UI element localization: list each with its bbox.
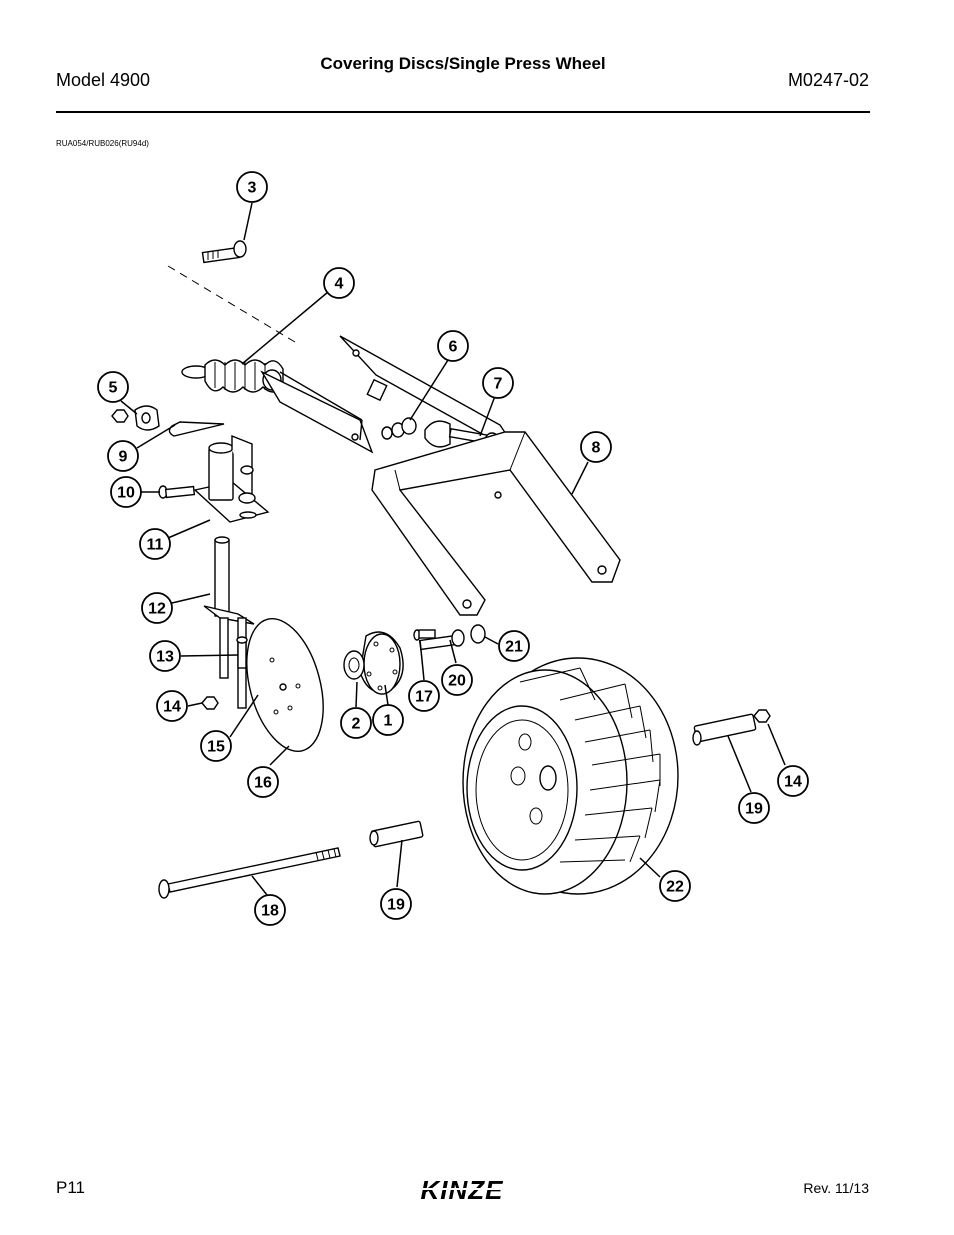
press-wheel-frame-part	[371, 431, 621, 616]
callout-14-label: 14	[163, 699, 181, 716]
callout-18-label: 18	[261, 903, 279, 920]
callout-5-label: 5	[109, 380, 118, 397]
leader-lines	[120, 202, 786, 896]
callout-21-label: 21	[505, 639, 523, 656]
callout-9-label: 9	[119, 449, 128, 466]
callout-21: 21	[498, 630, 530, 662]
cotter-pin-part	[168, 421, 225, 437]
bolt-part	[201, 240, 247, 264]
callout-4-label: 4	[335, 276, 344, 293]
callout-3-label: 3	[248, 180, 257, 197]
callout-18: 18	[254, 894, 286, 926]
callout-22-label: 22	[666, 879, 684, 896]
hub-part	[343, 631, 404, 695]
callout-10-label: 10	[117, 485, 135, 502]
disc-standard-part	[203, 536, 255, 709]
document-number: M0247-02	[787, 70, 869, 90]
callout-22: 22	[659, 870, 691, 902]
callout-4: 4	[323, 267, 355, 299]
callout-1-label: 1	[384, 713, 393, 730]
header-rule	[56, 111, 870, 113]
page-title: Covering Discs/Single Press Wheel	[320, 54, 606, 73]
callout-19-bottom-label: 19	[387, 897, 405, 914]
callout-20: 20	[441, 664, 473, 696]
spacer-bottom-part	[369, 820, 424, 848]
disc-bracket-part	[193, 434, 270, 523]
covering-disc-part	[246, 617, 324, 753]
callout-3: 3	[236, 171, 268, 203]
revision-label: Rev. 11/13	[803, 1180, 869, 1196]
spring-part	[181, 359, 284, 393]
callout-12-label: 12	[148, 601, 166, 618]
press-wheel-part	[462, 657, 679, 895]
disc-bolt-part	[236, 636, 248, 669]
callout-20-label: 20	[448, 673, 466, 690]
callout-10: 10	[110, 476, 142, 508]
spacer-right-part	[692, 713, 757, 746]
nut-bushing-part	[111, 405, 160, 431]
callout-15-label: 15	[207, 739, 225, 756]
main-arm-part	[260, 335, 521, 456]
callout-15: 15	[200, 730, 232, 762]
callout-2-label: 2	[352, 716, 361, 733]
callout-6-label: 6	[449, 339, 458, 356]
callout-13: 13	[149, 640, 181, 672]
callout-9: 9	[107, 440, 139, 472]
callout-19-right: 19	[738, 792, 770, 824]
bracket-bolt-part	[158, 485, 196, 499]
callout-14-right-label: 14	[784, 774, 802, 791]
kinze-logo: KINZE	[406, 1176, 518, 1205]
callout-8-label: 8	[592, 440, 601, 457]
nut-washer-part	[381, 417, 417, 440]
callout-19-right-label: 19	[745, 801, 763, 818]
callout-14-right: 14	[777, 765, 809, 797]
hub-bolt-part	[413, 629, 436, 641]
callout-16-label: 16	[254, 775, 272, 792]
page-number: P11	[56, 1178, 85, 1197]
snap-ring-part	[470, 624, 486, 644]
callout-8: 8	[580, 431, 612, 463]
callout-1: 1	[372, 704, 404, 736]
axle-bolt-part	[158, 847, 341, 899]
callout-19-bottom: 19	[380, 888, 412, 920]
callout-11-label: 11	[147, 537, 164, 554]
callout-6: 6	[437, 330, 469, 362]
disc-nut-part	[201, 696, 219, 710]
alignment-line	[167, 265, 301, 346]
callout-17: 17	[408, 680, 440, 712]
callout-11: 11	[139, 528, 171, 560]
callout-16: 16	[247, 766, 279, 798]
callout-2: 2	[340, 707, 372, 739]
callout-13-label: 13	[156, 649, 174, 666]
axle-nut-part	[753, 709, 771, 723]
callout-7-label: 7	[494, 376, 503, 393]
parts-diagram: 3 4 6 7 5 9 8 10 11 12 13 14 15 16 21 20…	[97, 171, 809, 926]
callout-14: 14	[156, 690, 188, 722]
callout-7: 7	[482, 367, 514, 399]
model-label: Model 4900	[56, 70, 151, 90]
callout-12: 12	[141, 592, 173, 624]
figure-reference: RUA054/RUB026(RU94d)	[56, 139, 149, 148]
callout-5: 5	[97, 371, 129, 403]
logo-wordmark: KINZE	[421, 1176, 504, 1205]
wheel-bolt-part	[418, 629, 465, 651]
callout-17-label: 17	[415, 689, 433, 706]
